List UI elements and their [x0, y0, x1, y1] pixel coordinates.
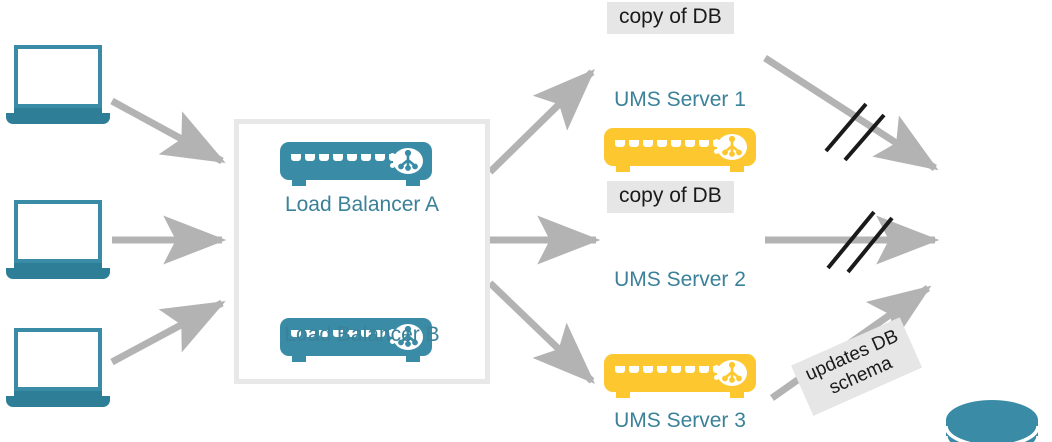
laptop-screen — [14, 45, 102, 108]
copy-of-db-tag-ums2: copy of DB — [607, 181, 734, 213]
database-cylinder[interactable]: DB — [944, 400, 1040, 442]
arrow-loadbalancer-to-ums1 — [487, 69, 595, 175]
severed-slash-ums2-a — [826, 210, 876, 270]
device-foot-left — [616, 388, 630, 398]
device-foot-left — [616, 162, 630, 172]
device-ports — [615, 366, 723, 373]
load-balancer-a-label: Load Balancer A — [284, 193, 440, 216]
copy-of-db-tag-ums1: copy of DB — [607, 2, 734, 34]
arrow-client3-to-loadbalancer — [110, 299, 226, 366]
laptop-screen — [14, 328, 102, 391]
ums-server-3-label: UMS Server 3 — [614, 409, 746, 432]
network-tree-icon — [393, 148, 423, 174]
device-foot-right — [730, 388, 744, 398]
severed-slash-ums1-b — [843, 113, 886, 162]
load-balancer-b-device[interactable] — [280, 318, 432, 364]
device-status-dots — [714, 139, 719, 159]
severed-slash-ums1-a — [824, 102, 868, 153]
client-laptop-1[interactable] — [6, 45, 110, 127]
device-foot-right — [406, 176, 420, 186]
arrow-client1-to-loadbalancer — [110, 97, 226, 165]
network-tree-icon — [393, 324, 423, 350]
network-tree-icon — [717, 360, 747, 386]
device-ports — [615, 140, 723, 147]
ums-server-1-device[interactable] — [604, 128, 756, 174]
device-status-dots — [714, 365, 719, 385]
laptop-hinge — [14, 108, 102, 114]
device-status-dots — [390, 153, 395, 173]
device-foot-left — [292, 352, 306, 362]
laptop-base — [6, 113, 110, 124]
client-laptop-2[interactable] — [6, 200, 110, 282]
ums-server-2-device[interactable] — [604, 354, 756, 400]
network-tree-icon — [717, 134, 747, 160]
load-balancer-b-label: Load Balancer B — [284, 323, 440, 346]
laptop-screen — [14, 200, 102, 263]
ums-server-1-label: UMS Server 1 — [614, 88, 746, 111]
db-cylinder-shape — [944, 400, 1040, 442]
client-laptop-3[interactable] — [6, 328, 110, 410]
arrow-loadbalancer-to-ums3 — [487, 280, 596, 384]
laptop-hinge — [14, 391, 102, 397]
laptop-base — [6, 268, 110, 279]
load-balancer-a-device[interactable] — [280, 142, 432, 188]
ums-server-2-label: UMS Server 2 — [614, 268, 746, 291]
device-ports — [291, 154, 399, 161]
device-status-dots — [390, 329, 395, 349]
severed-slash-ums2-b — [846, 216, 894, 274]
device-foot-right — [730, 162, 744, 172]
device-foot-left — [292, 176, 306, 186]
laptop-hinge — [14, 263, 102, 269]
laptop-base — [6, 396, 110, 407]
device-foot-right — [406, 352, 420, 362]
arrow-ums1-to-db — [763, 55, 939, 171]
